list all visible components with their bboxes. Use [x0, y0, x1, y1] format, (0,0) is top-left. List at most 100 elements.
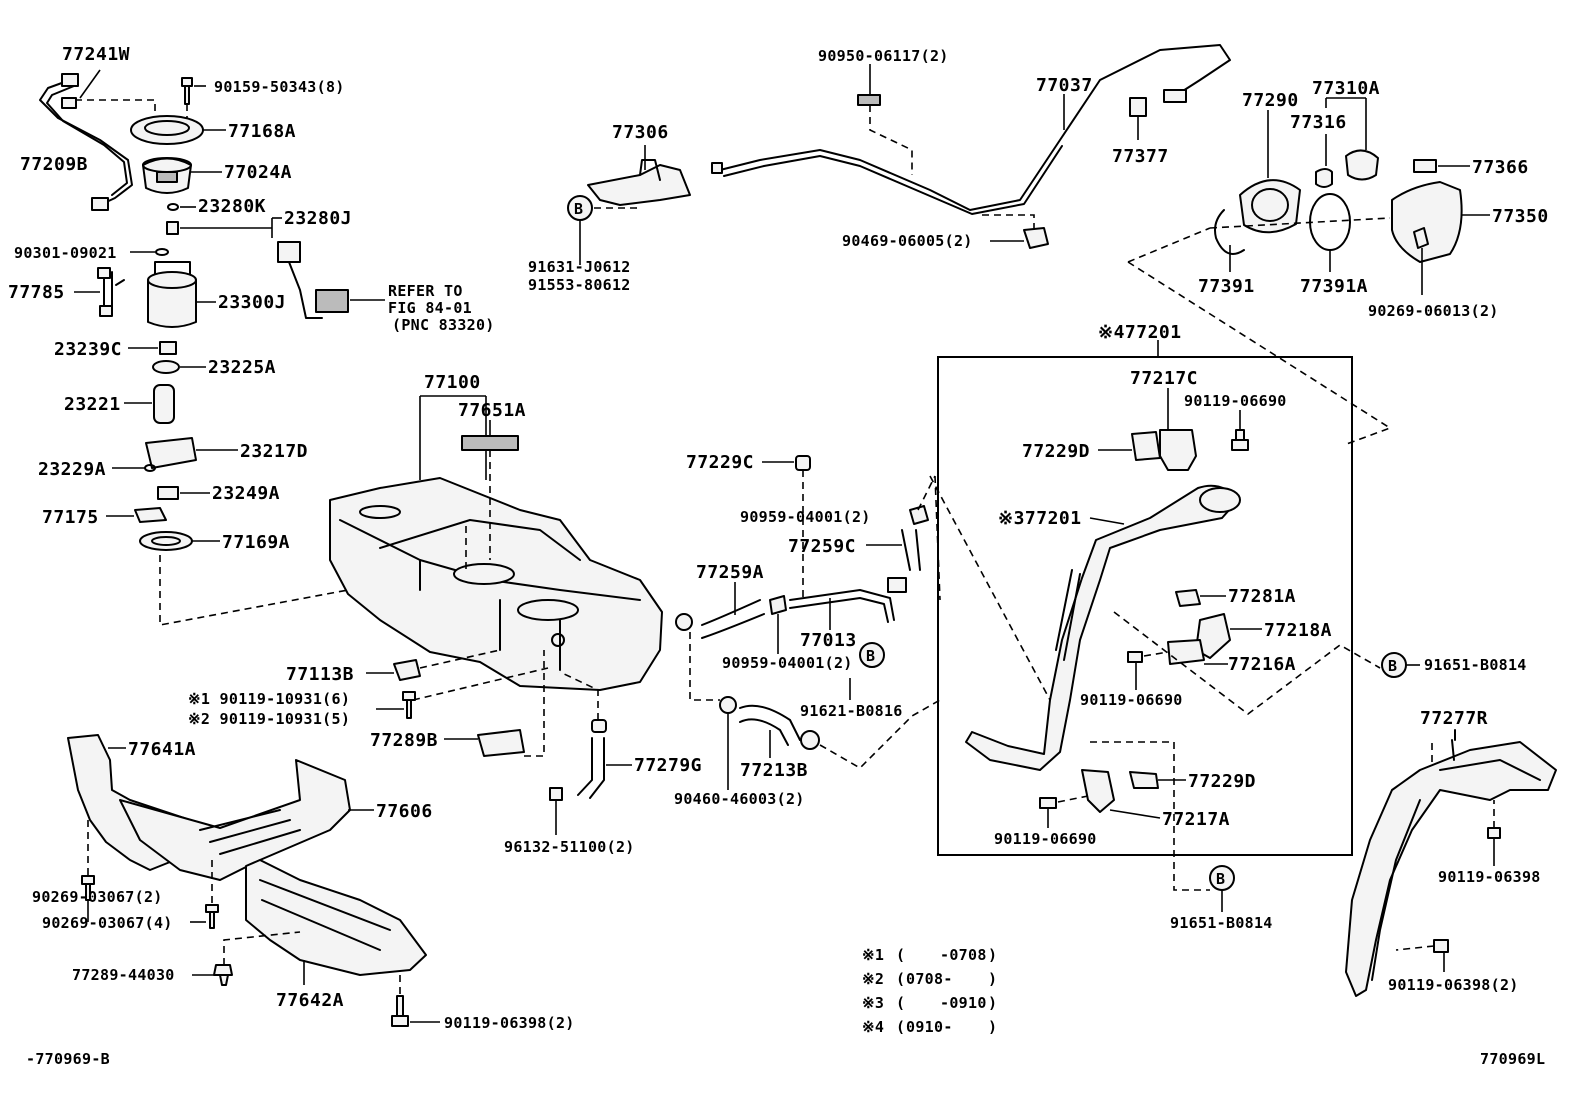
label-23217d: 23217D — [240, 441, 308, 462]
label-91651-b0814-a: 91651-B0814 — [1424, 656, 1527, 674]
svg-text:0910-: 0910- — [906, 1018, 953, 1036]
label-77100: 77100 — [424, 372, 481, 393]
label-96132-51100: 96132-51100(2) — [504, 838, 635, 856]
label-77175: 77175 — [42, 507, 99, 528]
svg-text:(: ( — [896, 1018, 905, 1036]
label-90460-46003: 90460-46003(2) — [674, 790, 805, 808]
svg-text:): ) — [988, 994, 997, 1012]
screw-90269-06013 — [1413, 227, 1429, 249]
circle-b-1 — [567, 195, 593, 221]
fuel-tank-group — [329, 395, 663, 757]
label-91553-80612: 91553-80612 — [528, 276, 631, 294]
filler-group — [1127, 97, 1490, 446]
label-90119-10931-5: ※2 90119-10931(5) — [188, 710, 350, 728]
labels-group: 77241W 90159-50343(8) 77168A 77209B 7702… — [8, 44, 1549, 1032]
svg-text:): ) — [988, 970, 997, 988]
frame-77201 — [937, 356, 1353, 856]
note-3: ※3 ( -0910 ) — [862, 994, 997, 1012]
label-77310a: 77310A — [1312, 78, 1380, 99]
clamp-tank-outlet — [675, 613, 693, 631]
label-77306: 77306 — [612, 122, 669, 143]
sender-unit — [315, 289, 349, 313]
label-77606: 77606 — [376, 801, 433, 822]
label-90119-06690-b: 90119-06690 — [1080, 691, 1183, 709]
label-77277r: 77277R — [1420, 708, 1488, 729]
refer-text-3: (PNC 83320) — [392, 316, 495, 334]
label-77213b: 77213B — [740, 760, 808, 781]
label-77229c: 77229C — [686, 452, 754, 473]
protector-77277r — [1345, 741, 1557, 997]
clip-90469 — [1023, 227, 1049, 249]
label-90119-06398-2b: 90119-06398(2) — [1388, 976, 1519, 994]
footer-right-code: 770969L — [1480, 1050, 1545, 1068]
label-23229a: 23229A — [38, 459, 106, 480]
note-2: ※2 ( 0708- ) — [862, 970, 997, 988]
label-77201-3: ※377201 — [998, 508, 1082, 529]
filler-pipe-77201 — [965, 484, 1239, 771]
refer-text-1: REFER TO — [388, 282, 463, 300]
label-77218a: 77218A — [1264, 620, 1332, 641]
bolt-90269-03067-a — [81, 875, 95, 901]
svg-text:B: B — [1216, 870, 1225, 888]
label-77279g: 77279G — [634, 755, 702, 776]
fuel-filter-23300j — [147, 279, 197, 328]
label-77169a: 77169A — [222, 532, 290, 553]
label-77785: 77785 — [8, 282, 65, 303]
label-77113b: 77113B — [286, 664, 354, 685]
hose-77279g — [577, 737, 605, 799]
cap-77290 — [1239, 179, 1301, 234]
label-77168a: 77168A — [228, 121, 296, 142]
svg-text:): ) — [988, 946, 997, 964]
door-77350 — [1391, 181, 1463, 263]
label-23300j: 23300J — [218, 292, 286, 313]
fuel-pump-23221 — [153, 384, 175, 424]
bracket-77216a — [1167, 639, 1205, 665]
tube-connector-top — [61, 73, 79, 87]
svg-text:-0708: -0708 — [940, 946, 987, 964]
clip-96132 — [549, 787, 563, 801]
label-77217a: 77217A — [1162, 809, 1230, 830]
label-77350: 77350 — [1492, 206, 1549, 227]
pipe-77013 — [789, 589, 895, 623]
cable-clip-77377 — [1129, 97, 1147, 117]
label-77259a: 77259A — [696, 562, 764, 583]
label-90950-06117: 90950-06117(2) — [818, 47, 949, 65]
label-77281a: 77281A — [1228, 586, 1296, 607]
protector-group — [1345, 729, 1557, 997]
label-77289-44030: 77289-44030 — [72, 966, 175, 984]
label-90119-06690-a: 90119-06690 — [1184, 392, 1287, 410]
hose-77213b — [739, 704, 801, 746]
label-77229d-b: 77229D — [1188, 771, 1256, 792]
cable-77037 — [719, 44, 1231, 211]
svg-text:-0910: -0910 — [940, 994, 987, 1012]
cable-group — [579, 44, 1231, 265]
note-1: ※1 ( -0708 ) — [862, 946, 997, 964]
label-77377: 77377 — [1112, 146, 1169, 167]
bracket-77217a — [1081, 769, 1115, 813]
pad-77651a — [461, 435, 519, 451]
dash-77241w — [75, 99, 156, 115]
cable-end — [711, 162, 723, 174]
clip-90959-b — [769, 595, 787, 615]
svg-text:※4: ※4 — [862, 1018, 884, 1036]
svg-text:(: ( — [896, 946, 905, 964]
bolt-90119-06690-a — [1231, 429, 1249, 451]
strainer-23217d — [145, 437, 197, 469]
gasket-77169a — [139, 531, 193, 551]
label-77201-4: ※477201 — [1098, 322, 1182, 343]
label-90301-09021: 90301-09021 — [14, 244, 117, 262]
svg-text:0708-: 0708- — [906, 970, 953, 988]
clip-77241w — [61, 97, 77, 109]
bracket-77217c — [1159, 429, 1197, 471]
svg-text:※3: ※3 — [862, 994, 884, 1012]
hose-77259c — [901, 529, 921, 571]
bolt-90119-06398-c — [1433, 939, 1449, 953]
label-77024a: 77024A — [224, 162, 292, 183]
b-markers: B B B B — [567, 195, 1420, 912]
label-90119-10931-6: ※1 90119-10931(6) — [188, 690, 350, 708]
cushion-23239c — [159, 341, 177, 355]
dash-filler-outline — [1127, 217, 1392, 446]
o-ring-23280k — [167, 203, 179, 211]
